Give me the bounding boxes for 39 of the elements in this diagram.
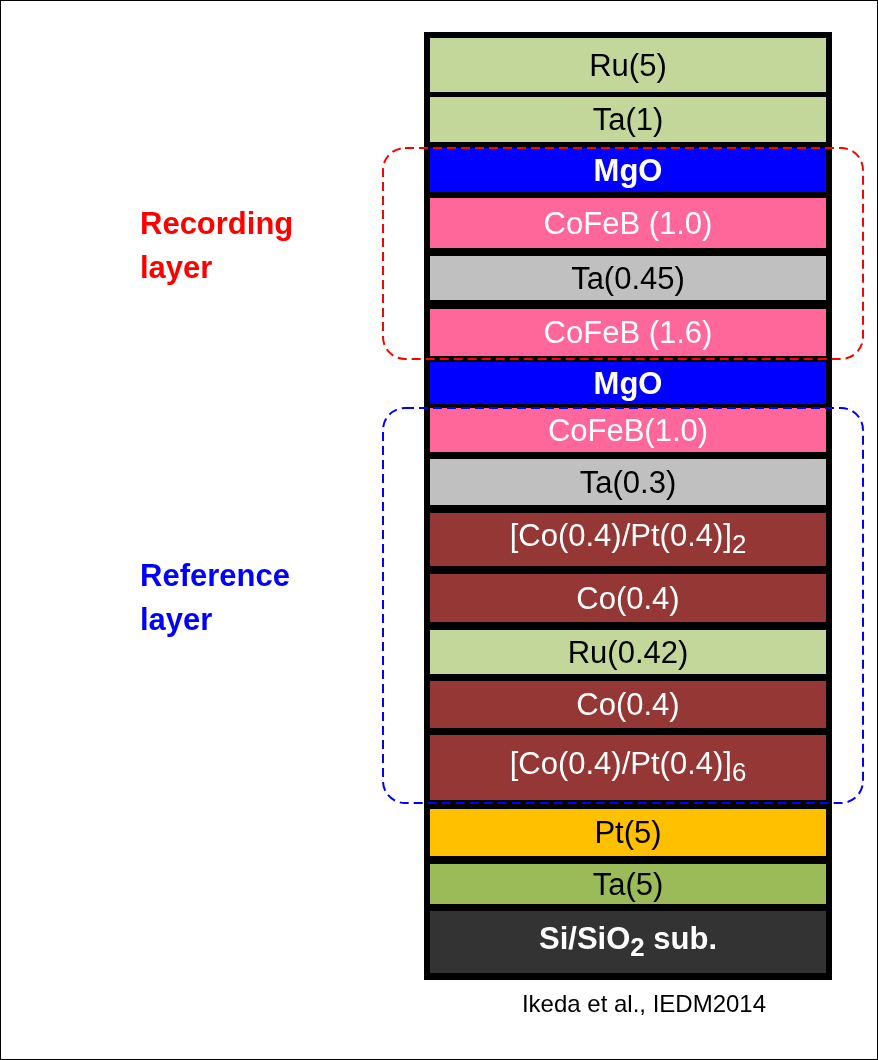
layer-bar (430, 735, 826, 800)
layer-bar (430, 97, 826, 142)
caption: Ikeda et al., IEDM2014 (520, 990, 768, 1018)
layer-label: Ru(0.42) (567, 636, 689, 668)
layer-bar (430, 148, 826, 192)
layer-label: Pt(5) (594, 817, 662, 848)
layer-bar (430, 513, 826, 566)
layer-label: Ta(0.3) (579, 466, 677, 498)
layer-bar (430, 38, 826, 92)
layer-label: Ru(5) (589, 49, 667, 81)
layer-label: CoFeB(1.0) (547, 414, 709, 446)
layer-label: Ta(0.45) (571, 262, 685, 294)
layer-label: Si/SiO$_{2}$ sub. (539, 923, 717, 961)
layer-bar (430, 630, 826, 674)
layer-bar (430, 408, 826, 452)
layer-label: CoFeB (1.6) (543, 317, 713, 348)
layer-label: Co(0.4) (576, 582, 680, 614)
layer-label: Co(0.4) (576, 689, 680, 720)
layer-bar (430, 309, 826, 356)
layer-label: Ta(1) (592, 104, 664, 135)
dashed-group-outline (140, 146, 864, 361)
layer-bar (430, 459, 826, 505)
layer-bar (430, 911, 826, 973)
layer-bar (430, 362, 826, 404)
layer-label: MgO (593, 154, 663, 186)
layer-label: Ta(5) (592, 868, 664, 900)
layer-bar (430, 809, 826, 856)
group-label: Reference layer (140, 556, 291, 640)
layer-label: MgO (593, 367, 663, 399)
layer-bar (430, 864, 826, 904)
group-label: Recording layer (140, 204, 295, 288)
dashed-group-outline (140, 406, 864, 805)
layer-label: [Co(0.4)/Pt(0.4)]$_{6}$ (509, 748, 747, 787)
layer-bar (430, 256, 826, 300)
layer-bar (430, 198, 826, 248)
layer-bar (430, 681, 826, 728)
layer-bar (430, 574, 826, 622)
layer-label: [Co(0.4)/Pt(0.4)]$_{2}$ (509, 520, 747, 559)
layer-label: CoFeB (1.0) (543, 207, 713, 239)
